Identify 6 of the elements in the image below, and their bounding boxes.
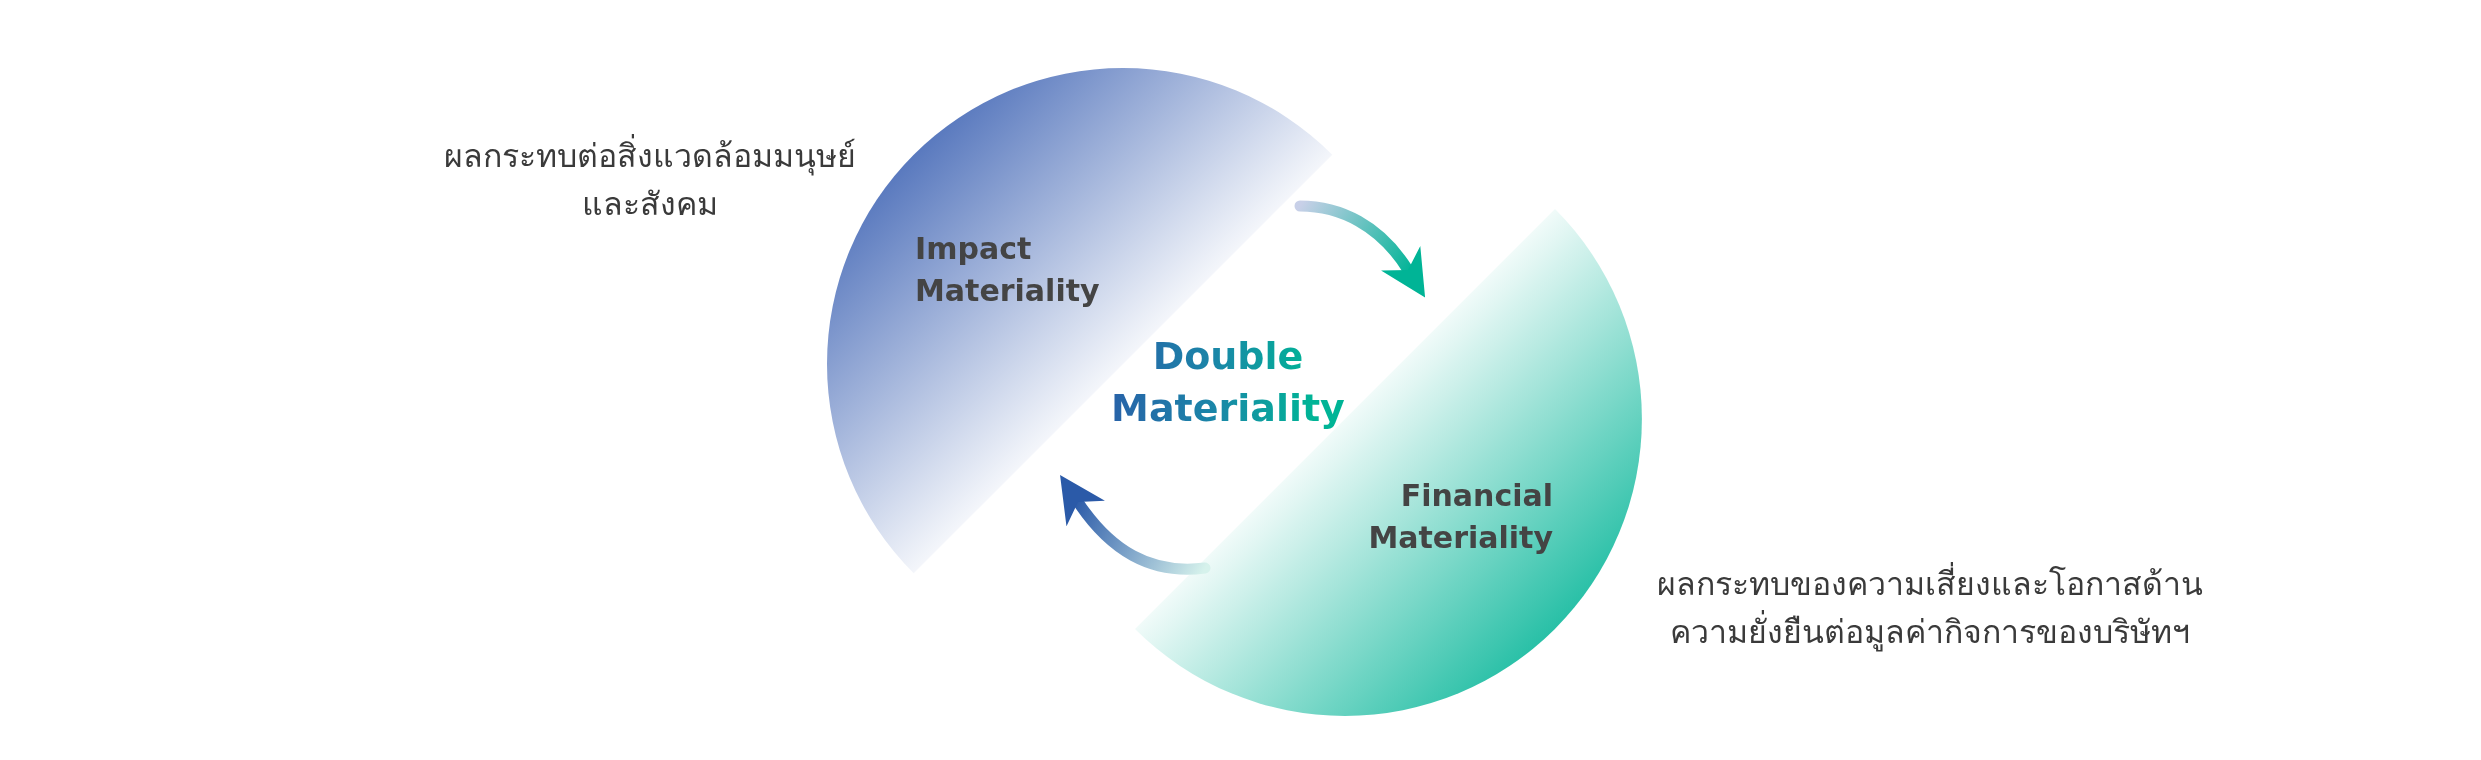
description-text: ผลกระทบต่อสิ่งแวดล้อมมนุษย์ และสังคม <box>420 132 880 228</box>
node-title: Financial Materiality <box>1367 477 1553 557</box>
description-text: ผลกระทบของความเสี่ยงและโอกาสด้านความยั่งยืนต่อมูลค่ากิจการของบริษัทฯ <box>1650 560 2210 656</box>
node-title: Impact Materiality <box>915 230 1101 310</box>
curved-arrow <box>1294 200 1427 297</box>
curved-arrow <box>1059 475 1211 575</box>
